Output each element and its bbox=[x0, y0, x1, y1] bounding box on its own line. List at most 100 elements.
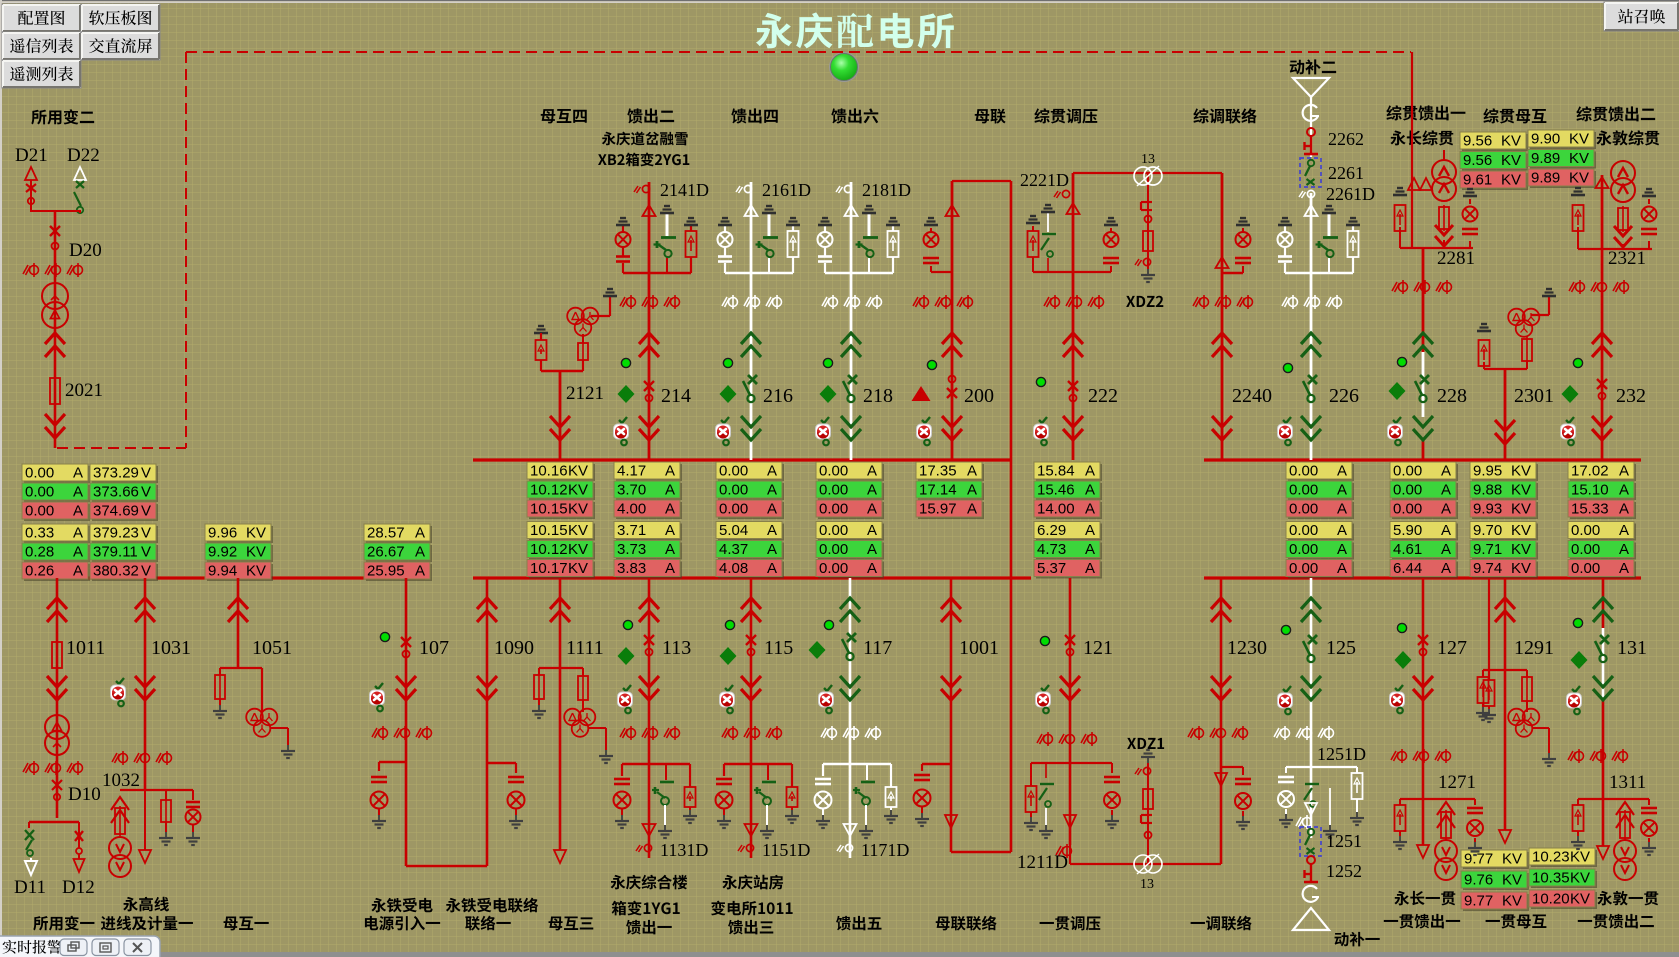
svg-text:KV: KV bbox=[246, 563, 266, 580]
svg-text:A: A bbox=[867, 560, 877, 577]
svg-text:9.94: 9.94 bbox=[208, 563, 237, 580]
svg-text:9.89: 9.89 bbox=[1531, 150, 1560, 167]
svg-text:1251: 1251 bbox=[1326, 831, 1362, 851]
svg-text:15.33: 15.33 bbox=[1571, 501, 1609, 518]
svg-text:0.00: 0.00 bbox=[25, 465, 54, 482]
svg-text:A: A bbox=[767, 522, 777, 539]
svg-text:KV: KV bbox=[1511, 463, 1531, 480]
svg-text:9.74: 9.74 bbox=[1473, 560, 1502, 577]
svg-text:1251D: 1251D bbox=[1317, 744, 1366, 764]
svg-text:KV: KV bbox=[1570, 849, 1590, 866]
svg-text:107: 107 bbox=[419, 637, 449, 659]
svg-text:A: A bbox=[73, 544, 83, 561]
svg-text:V: V bbox=[141, 465, 151, 482]
svg-text:A: A bbox=[1337, 522, 1347, 539]
svg-text:1001: 1001 bbox=[959, 637, 999, 659]
svg-text:3.83: 3.83 bbox=[617, 560, 646, 577]
svg-text:D10: D10 bbox=[68, 784, 101, 805]
svg-text:25.95: 25.95 bbox=[367, 563, 405, 580]
svg-text:A: A bbox=[867, 482, 877, 499]
svg-text:2321: 2321 bbox=[1608, 248, 1646, 269]
svg-text:3.70: 3.70 bbox=[617, 482, 646, 499]
svg-text:A: A bbox=[1441, 501, 1451, 518]
svg-text:0.00: 0.00 bbox=[1289, 463, 1318, 480]
svg-text:KV: KV bbox=[1502, 872, 1522, 889]
svg-text:A: A bbox=[665, 541, 675, 558]
svg-text:KV: KV bbox=[568, 482, 588, 499]
svg-text:4.00: 4.00 bbox=[617, 501, 646, 518]
svg-text:28.57: 28.57 bbox=[367, 525, 405, 542]
svg-text:2141D: 2141D bbox=[660, 180, 709, 200]
svg-text:V: V bbox=[141, 484, 151, 501]
svg-text:0.00: 0.00 bbox=[1289, 482, 1318, 499]
svg-text:4.17: 4.17 bbox=[617, 463, 646, 480]
svg-text:1032: 1032 bbox=[102, 770, 140, 791]
svg-text:200: 200 bbox=[964, 385, 994, 407]
svg-text:A: A bbox=[767, 463, 777, 480]
svg-text:0.00: 0.00 bbox=[819, 541, 848, 558]
svg-text:0.00: 0.00 bbox=[1571, 541, 1600, 558]
svg-text:0.00: 0.00 bbox=[1393, 482, 1422, 499]
svg-text:1090: 1090 bbox=[494, 637, 534, 659]
svg-text:A: A bbox=[1085, 560, 1095, 577]
svg-text:A: A bbox=[1619, 482, 1629, 499]
svg-text:14.00: 14.00 bbox=[1037, 501, 1075, 518]
svg-text:KV: KV bbox=[568, 541, 588, 558]
svg-text:KV: KV bbox=[568, 522, 588, 539]
svg-text:9.61: 9.61 bbox=[1463, 172, 1492, 189]
svg-text:A: A bbox=[867, 463, 877, 480]
svg-text:1291: 1291 bbox=[1514, 637, 1554, 659]
svg-text:2261D: 2261D bbox=[1326, 184, 1375, 204]
svg-text:26.67: 26.67 bbox=[367, 544, 405, 561]
svg-text:D22: D22 bbox=[67, 145, 100, 166]
svg-text:10.35: 10.35 bbox=[1532, 870, 1570, 887]
svg-text:17.35: 17.35 bbox=[919, 463, 957, 480]
svg-text:380.32: 380.32 bbox=[93, 563, 139, 580]
svg-text:A: A bbox=[1441, 560, 1451, 577]
svg-text:9.77: 9.77 bbox=[1464, 851, 1493, 868]
svg-text:0.00: 0.00 bbox=[719, 463, 748, 480]
svg-text:KV: KV bbox=[1502, 893, 1522, 910]
svg-text:125: 125 bbox=[1326, 637, 1356, 659]
svg-text:A: A bbox=[1085, 522, 1095, 539]
svg-text:2262: 2262 bbox=[1328, 129, 1364, 149]
svg-text:KV: KV bbox=[1511, 522, 1531, 539]
svg-text:0.00: 0.00 bbox=[719, 501, 748, 518]
svg-text:A: A bbox=[767, 541, 777, 558]
svg-text:17.02: 17.02 bbox=[1571, 463, 1609, 480]
svg-text:KV: KV bbox=[1511, 541, 1531, 558]
svg-text:A: A bbox=[1619, 501, 1629, 518]
svg-text:15.46: 15.46 bbox=[1037, 482, 1075, 499]
svg-text:216: 216 bbox=[763, 385, 793, 407]
svg-text:131: 131 bbox=[1617, 637, 1647, 659]
svg-text:9.93: 9.93 bbox=[1473, 501, 1502, 518]
svg-text:9.90: 9.90 bbox=[1531, 131, 1560, 148]
svg-text:KV: KV bbox=[246, 544, 266, 561]
svg-text:2181D: 2181D bbox=[862, 180, 911, 200]
svg-text:A: A bbox=[665, 482, 675, 499]
svg-text:A: A bbox=[767, 501, 777, 518]
svg-text:1311: 1311 bbox=[1609, 772, 1646, 793]
svg-text:232: 232 bbox=[1616, 385, 1646, 407]
svg-text:0.00: 0.00 bbox=[1289, 501, 1318, 518]
svg-text:9.92: 9.92 bbox=[208, 544, 237, 561]
svg-text:A: A bbox=[1337, 501, 1347, 518]
svg-text:10.12: 10.12 bbox=[530, 482, 568, 499]
svg-text:214: 214 bbox=[661, 385, 691, 407]
svg-text:9.71: 9.71 bbox=[1473, 541, 1502, 558]
svg-text:A: A bbox=[967, 501, 977, 518]
svg-text:V: V bbox=[141, 525, 151, 542]
svg-text:115: 115 bbox=[764, 637, 793, 659]
svg-text:2121: 2121 bbox=[566, 383, 604, 404]
svg-text:A: A bbox=[665, 463, 675, 480]
svg-text:1271: 1271 bbox=[1438, 772, 1476, 793]
svg-text:A: A bbox=[1441, 482, 1451, 499]
svg-text:0.00: 0.00 bbox=[1571, 522, 1600, 539]
svg-text:0.00: 0.00 bbox=[1571, 560, 1600, 577]
svg-text:9.95: 9.95 bbox=[1473, 463, 1502, 480]
svg-text:A: A bbox=[73, 503, 83, 520]
svg-text:0.00: 0.00 bbox=[25, 503, 54, 520]
svg-text:1111: 1111 bbox=[566, 637, 604, 659]
svg-text:13: 13 bbox=[1141, 152, 1155, 167]
svg-text:A: A bbox=[867, 501, 877, 518]
